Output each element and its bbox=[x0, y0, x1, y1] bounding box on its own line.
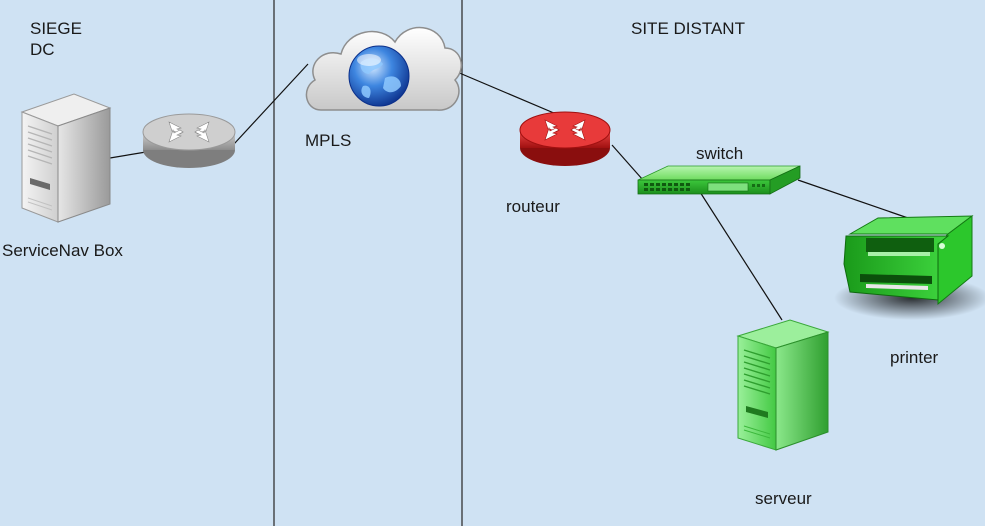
zone-label-site-distant: SITE DISTANT bbox=[631, 19, 745, 38]
printer-icon bbox=[834, 215, 985, 320]
server-tower-icon bbox=[20, 93, 112, 223]
link-routeur-switch bbox=[611, 144, 644, 181]
server-tower-icon bbox=[736, 319, 830, 451]
router-icon bbox=[142, 113, 236, 168]
zone-label-siege-line1: SIEGE bbox=[30, 19, 82, 38]
node-label-routeur: routeur bbox=[506, 197, 560, 216]
link-switch-printer bbox=[797, 179, 909, 219]
node-label-printer: printer bbox=[890, 348, 939, 367]
node-label-servicenav-box: ServiceNav Box bbox=[2, 241, 123, 260]
node-label-switch: switch bbox=[696, 144, 744, 163]
zone-label-siege-line2: DC bbox=[30, 40, 55, 59]
links bbox=[109, 63, 909, 321]
link-router-mpls bbox=[233, 63, 309, 145]
router-icon bbox=[519, 111, 611, 166]
cloud-globe-icon bbox=[305, 26, 463, 111]
zone-label-siege: SIEGE DC bbox=[30, 18, 82, 60]
link-mpls-routeur bbox=[449, 68, 569, 120]
link-servicenav-router bbox=[109, 151, 147, 159]
node-label-mpls: MPLS bbox=[305, 131, 352, 150]
node-label-serveur: serveur bbox=[755, 489, 812, 508]
link-switch-serveur bbox=[699, 191, 783, 321]
network-switch-icon bbox=[637, 165, 801, 195]
